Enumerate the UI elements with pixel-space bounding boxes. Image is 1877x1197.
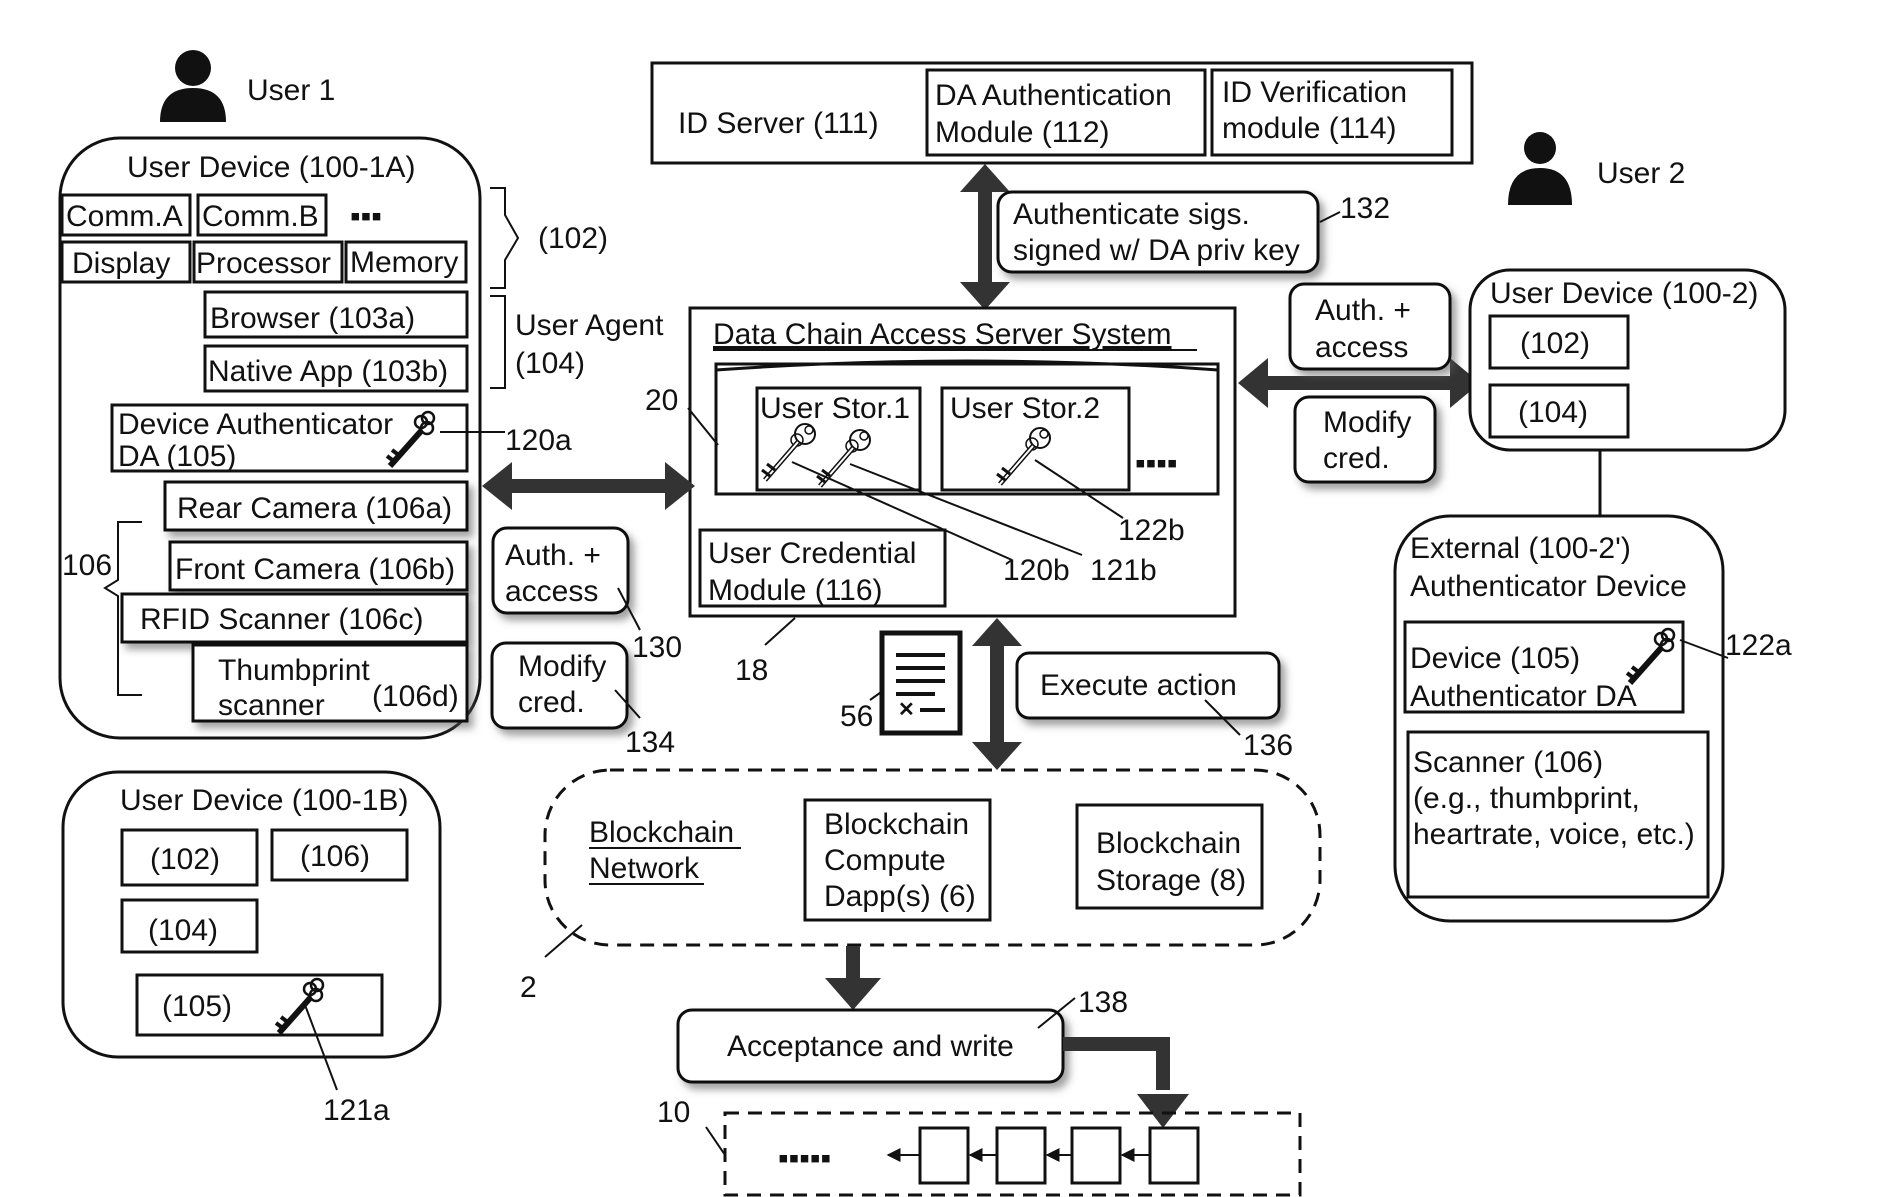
user2-icon: [1508, 132, 1572, 205]
user1-label: User 1: [247, 74, 335, 107]
left-auth-line1: Auth. +: [505, 539, 601, 572]
user1-icon: [160, 50, 226, 122]
ref-56: 56: [840, 700, 873, 733]
ref-104: (104): [515, 347, 585, 380]
device-authenticator-line1: Device Authenticator: [118, 408, 393, 441]
device2-104-label: (104): [1518, 396, 1588, 429]
right-mod-line2: cred.: [1323, 442, 1390, 475]
dcas-title: Data Chain Access Server System: [713, 318, 1172, 351]
svg-text:✕: ✕: [898, 699, 915, 721]
memory-label: Memory: [350, 246, 458, 279]
comm-b-label: Comm.B: [202, 200, 319, 233]
ref-18: 18: [735, 654, 768, 687]
user-stor2-label: User Stor.2: [950, 392, 1100, 425]
ref-120b: 120b: [1003, 554, 1070, 587]
right-auth-line2: access: [1315, 331, 1408, 364]
device1b-106-label: (106): [300, 840, 370, 873]
device1b-105-label: (105): [162, 990, 232, 1023]
comm-a-label: Comm.A: [66, 200, 183, 233]
ref-10: 10: [657, 1096, 690, 1129]
ext-dev-line2: Authenticator DA: [1410, 680, 1637, 713]
acceptance-write-label: Acceptance and write: [727, 1030, 1014, 1063]
block-1: [920, 1128, 968, 1183]
authenticate-sigs-line2: signed w/ DA priv key: [1013, 234, 1300, 267]
ref-2: 2: [520, 971, 537, 1004]
left-mod-line2: cred.: [518, 686, 585, 719]
rfid-scanner-label: RFID Scanner (106c): [140, 603, 423, 636]
device1a-title: User Device (100-1A): [127, 151, 415, 184]
ucm-line2: Module (116): [708, 574, 883, 607]
device2-title: User Device (100-2): [1490, 277, 1758, 310]
storage-more-dots: ▪▪▪▪: [1135, 447, 1178, 480]
ext-title2: Authenticator Device: [1410, 570, 1687, 603]
blockchain-compute-line2: Compute: [824, 844, 946, 877]
device1b-104-label: (104): [148, 914, 218, 947]
arrow-dcas-blockchain: [972, 618, 1022, 770]
idv-line1: ID Verification: [1222, 76, 1407, 109]
idv-line2: module (114): [1222, 112, 1397, 145]
blockchain-net-line2: Network: [589, 852, 700, 885]
blockchain-compute-line3: Dapp(s) (6): [824, 880, 976, 913]
ref-121b: 121b: [1090, 554, 1157, 587]
device1b-102-label: (102): [150, 843, 220, 876]
ext-title1: External (100-2'): [1410, 532, 1631, 565]
authenticate-sigs-line1: Authenticate sigs.: [1013, 198, 1250, 231]
ext-scan-line3: heartrate, voice, etc.): [1413, 818, 1695, 851]
browser-label: Browser (103a): [210, 302, 415, 335]
block-2: [997, 1128, 1045, 1183]
ucm-line1: User Credential: [708, 537, 916, 570]
block-3: [1072, 1128, 1120, 1183]
ext-scan-line1: Scanner (106): [1413, 746, 1603, 779]
da-auth-line2: Module (112): [935, 116, 1110, 149]
arrow-blockchain-accept: [825, 946, 881, 1010]
blockchain-storage-line2: Storage (8): [1096, 864, 1246, 897]
device2-102-label: (102): [1520, 327, 1590, 360]
ref-132: 132: [1340, 192, 1390, 225]
execute-action-label: Execute action: [1040, 669, 1237, 702]
processor-label: Processor: [196, 247, 331, 280]
ext-scan-line2: (e.g., thumbprint,: [1413, 782, 1640, 815]
left-auth-line2: access: [505, 575, 598, 608]
blockchain-storage-line1: Blockchain: [1096, 827, 1241, 860]
comm-more-dots: ▪▪▪: [350, 200, 382, 233]
left-mod-line1: Modify: [518, 650, 606, 683]
da-auth-line1: DA Authentication: [935, 79, 1172, 112]
ref-20: 20: [645, 384, 678, 417]
user-stor1-label: User Stor.1: [760, 392, 910, 425]
ref-138: 138: [1078, 986, 1128, 1019]
arrow-accept-chain: [1063, 1044, 1189, 1128]
id-server-label: ID Server (111): [678, 107, 879, 140]
ref-120a: 120a: [505, 424, 572, 457]
arrow-device1a-dcas: [482, 462, 695, 510]
user2-label: User 2: [1597, 157, 1685, 190]
block-4: [1150, 1128, 1198, 1183]
right-auth-line1: Auth. +: [1315, 294, 1411, 327]
ref-122b: 122b: [1118, 514, 1185, 547]
user-agent-label: User Agent: [515, 309, 664, 342]
native-app-label: Native App (103b): [208, 355, 448, 388]
thumbprint-line1: Thumbprint: [218, 654, 370, 687]
device1b-title: User Device (100-1B): [120, 784, 408, 817]
right-mod-line1: Modify: [1323, 406, 1411, 439]
display-label: Display: [72, 247, 170, 280]
ext-dev-line1: Device (105): [1410, 642, 1580, 675]
ref-136: 136: [1243, 729, 1293, 762]
ref-102: (102): [538, 222, 608, 255]
ref-106: 106: [62, 549, 112, 582]
blockchain-net-line1: Blockchain: [589, 816, 734, 849]
ref-121a: 121a: [323, 1094, 390, 1127]
ref-134: 134: [625, 726, 675, 759]
ref-122a: 122a: [1725, 629, 1792, 662]
thumbprint-line2: scanner: [218, 689, 325, 722]
front-camera-label: Front Camera (106b): [175, 553, 455, 586]
chain-more-dots: ▪▪▪▪▪: [778, 1142, 831, 1175]
rear-camera-label: Rear Camera (106a): [177, 492, 452, 525]
ref-130: 130: [632, 631, 682, 664]
device-authenticator-line2: DA (105): [118, 440, 236, 473]
document-icon: ✕: [882, 633, 960, 733]
blockchain-compute-line1: Blockchain: [824, 808, 969, 841]
thumbprint-ref: (106d): [372, 680, 459, 713]
